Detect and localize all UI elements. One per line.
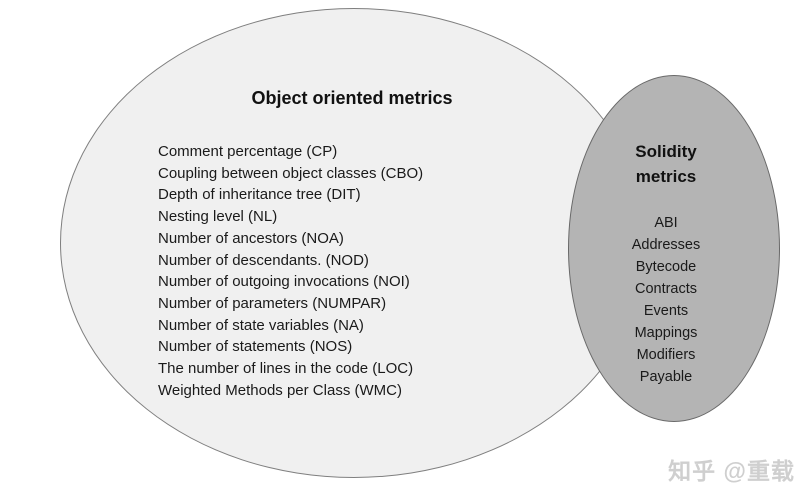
zhihu-watermark: 知乎 @重载 [668, 458, 795, 484]
oo-metric-item: Number of statements (NOS) [158, 338, 353, 356]
solidity-metric-item: Events [643, 303, 689, 319]
oo-metric-item: The number of lines in the code (LOC) [158, 360, 414, 378]
oo-metric-item: Nesting level (NL) [158, 208, 278, 226]
oo-metric-item: Number of ancestors (NOA) [158, 229, 344, 247]
oo-metric-item: Comment percentage (CP) [158, 143, 338, 160]
solidity-metric-item: Contracts [634, 281, 698, 297]
solidity-metric-item: Payable [639, 369, 693, 385]
solidity-metric-item: Bytecode [635, 259, 697, 275]
oo-metric-item: Number of parameters (NUMPAR) [158, 294, 387, 312]
solidity-metrics-title: Solidity metrics [635, 142, 697, 186]
oo-metric-item: Coupling between object classes (CBO) [158, 164, 424, 182]
oo-metric-item: Number of state variables (NA) [158, 316, 364, 334]
solidity-metric-item: ABI [654, 215, 678, 231]
object-oriented-metrics-list: Comment percentage (CP) Coupling between … [158, 141, 498, 401]
oo-metric-item: Depth of inheritance tree (DIT) [158, 186, 361, 204]
solidity-metrics-ellipse [568, 75, 780, 422]
oo-metric-item: Number of outgoing invocations (NOI) [158, 273, 410, 291]
solidity-metric-item: Modifiers [636, 347, 696, 363]
oo-metric-item: Weighted Methods per Class (WMC) [158, 381, 402, 399]
object-oriented-metrics-ellipse [60, 8, 648, 478]
solidity-metric-item: Addresses [631, 237, 701, 253]
oo-metric-item: Number of descendants. (NOD) [158, 251, 369, 269]
object-oriented-metrics-title: Object oriented metrics [251, 88, 453, 108]
solidity-metric-item: Mappings [634, 325, 698, 341]
